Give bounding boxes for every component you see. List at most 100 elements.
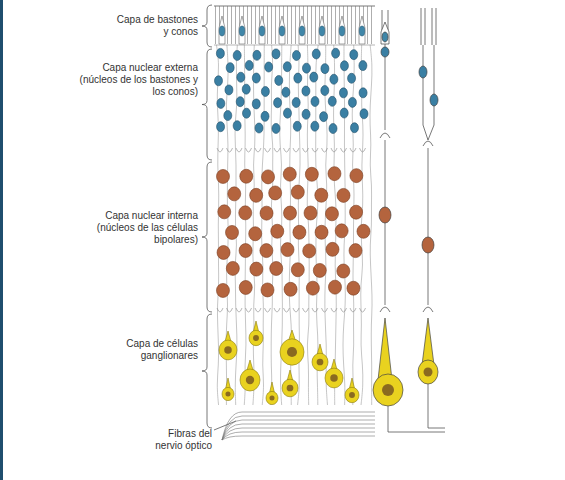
synapse-mark (284, 148, 290, 152)
rod-segment (227, 6, 228, 44)
cone-inner-segment (279, 26, 285, 36)
synapse-mark (284, 308, 290, 312)
optic-fiber (222, 416, 375, 440)
photoreceptor-nucleus (328, 96, 336, 106)
synapse-mark (255, 148, 261, 152)
synapse-mark (341, 148, 347, 152)
bipolar-nucleus (349, 244, 362, 258)
synapse-mark (350, 308, 356, 312)
optic-fiber (222, 436, 375, 440)
cone-cell (319, 16, 325, 44)
rod-nucleus (430, 94, 438, 106)
rod-segment (327, 6, 328, 44)
ganglion-nucleus (330, 374, 338, 382)
rod-segment (287, 6, 288, 44)
photoreceptor-nucleus (359, 88, 367, 98)
photoreceptor-nucleus (294, 73, 302, 83)
bipolar-nucleus (261, 283, 274, 297)
layer-bracket (202, 162, 212, 312)
bipolar-nucleus (337, 264, 350, 278)
rod-segment (367, 6, 368, 44)
photoreceptor-nucleus (311, 96, 319, 106)
photoreceptor-nucleus (225, 85, 233, 95)
photoreceptor-nucleus (215, 76, 223, 86)
bipolar-nucleus (303, 244, 316, 258)
photoreceptor-nucleus (233, 50, 241, 60)
bipolar-nucleus (284, 206, 297, 220)
bipolar-nucleus (350, 205, 363, 219)
synapse-mark (322, 148, 328, 152)
photoreceptor-nucleus (275, 75, 283, 85)
rod-segment (355, 6, 356, 44)
rod-outer (421, 8, 436, 45)
photoreceptor-nucleus (252, 73, 260, 83)
synapse-mark (274, 148, 280, 152)
photoreceptor-nucleus (242, 84, 250, 94)
ganglion-cell (282, 379, 298, 397)
rod-axon (423, 45, 434, 140)
bipolar-nucleus (337, 188, 350, 202)
bipolar-nucleus (291, 185, 304, 199)
rod-segment (351, 6, 352, 44)
photoreceptor-nucleus (272, 123, 280, 133)
synapse-mark (255, 308, 261, 312)
photoreceptor-nucleus (293, 121, 301, 131)
bipolar-nucleus (217, 245, 230, 259)
photoreceptor-nucleus (348, 97, 356, 107)
photoreceptor-nucleus (283, 62, 291, 72)
synapse-mark (303, 148, 309, 152)
bipolar-nucleus (347, 281, 360, 295)
rod-segment (255, 6, 256, 44)
synapse-mark (423, 307, 433, 312)
ganglion-nucleus (225, 391, 230, 396)
ganglion-nucleus (224, 346, 232, 354)
synapse-mark (312, 148, 318, 152)
synapse-mark (217, 308, 223, 312)
photoreceptor-nucleus (329, 124, 337, 134)
synapse-mark (380, 307, 390, 312)
photoreceptor-nucleus (359, 61, 367, 71)
photoreceptor-nucleus (360, 109, 368, 119)
muller-fiber (262, 45, 265, 405)
ganglion-nucleus (287, 347, 297, 357)
cone-nucleus (381, 47, 389, 57)
synapse-mark (246, 148, 252, 152)
ganglion-nucleus (349, 392, 355, 398)
bipolar-nucleus (305, 167, 318, 181)
optic-fiber (222, 412, 375, 440)
synapse-mark (331, 148, 337, 152)
bipolar-nucleus (306, 281, 319, 295)
bipolar-nucleus (315, 225, 328, 239)
bipolar-nucleus (226, 261, 239, 275)
photoreceptor-nucleus (252, 99, 260, 109)
bipolar-process (380, 133, 390, 305)
photoreceptor-nucleus (321, 64, 329, 74)
nerve-label: Fibras del nervio óptico (142, 428, 212, 452)
photoreceptor-nucleus (217, 122, 225, 132)
cell-chain (373, 8, 445, 432)
synapse-mark (236, 148, 242, 152)
bipolar-nucleus (326, 242, 339, 256)
bipolar-nucleus (249, 227, 262, 241)
bipolar-nucleus (218, 205, 231, 219)
bipolar-nucleus (328, 167, 341, 181)
photoreceptor-nucleus (216, 48, 224, 58)
bipolar-nucleus (262, 170, 275, 184)
cone-inner-segment (299, 26, 305, 36)
rod-segment (267, 6, 268, 44)
ganglion-nucleus (253, 335, 259, 341)
synapse-mark (341, 308, 347, 312)
synapse-mark (293, 148, 299, 152)
rod-segment (371, 6, 372, 44)
photoreceptor-nucleus (311, 121, 319, 131)
photoreceptor-nucleus (283, 108, 291, 118)
layer-bracket (202, 49, 212, 160)
photoreceptor-nucleus (340, 61, 348, 71)
ganglion-nucleus (382, 384, 394, 396)
photoreceptor-nucleus (253, 50, 261, 60)
cone-cell (299, 16, 305, 44)
layer-bracket (202, 5, 212, 47)
layer-label: Capa de células ganglionares (113, 338, 198, 362)
synapse-mark (236, 308, 242, 312)
photoreceptor-nucleus (226, 63, 234, 73)
